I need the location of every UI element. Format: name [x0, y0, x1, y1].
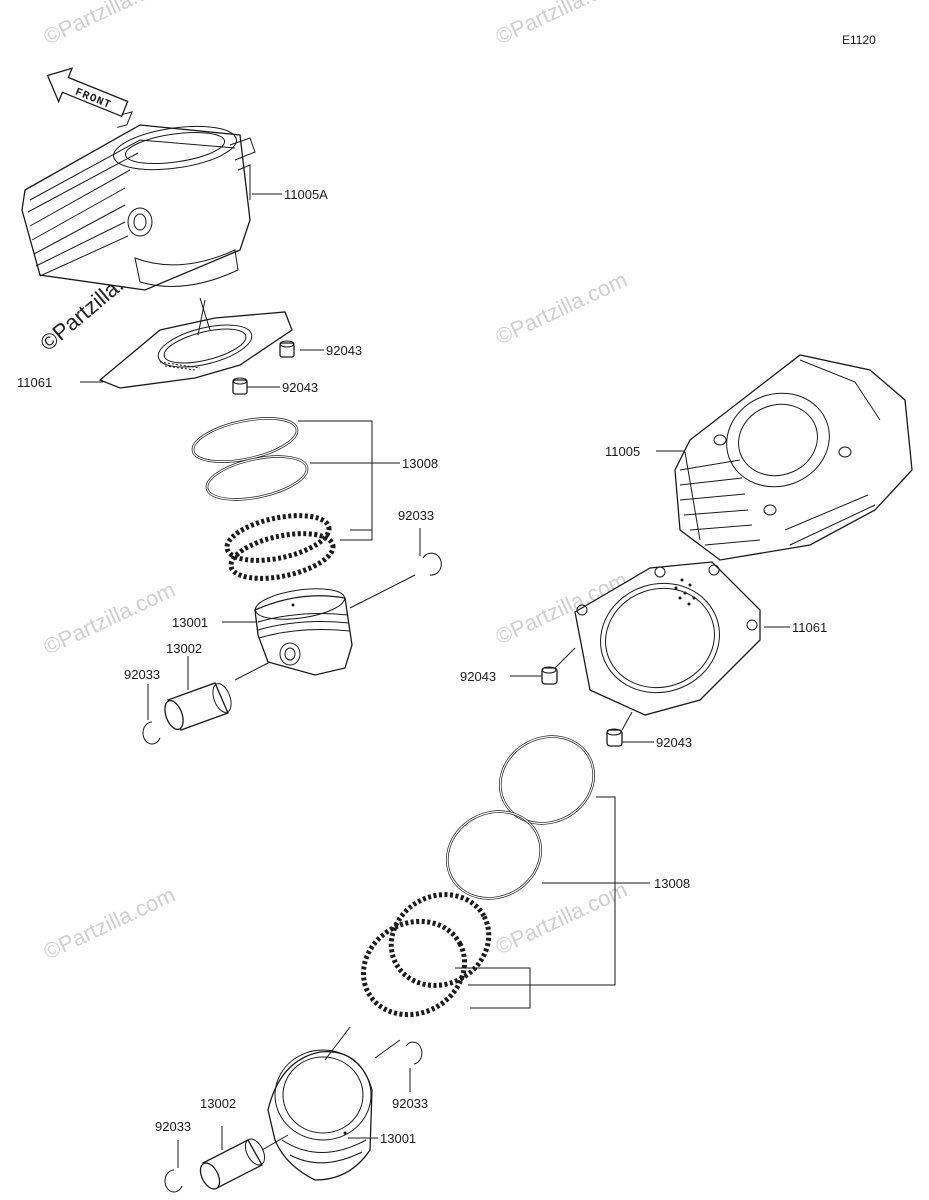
piston-13001-lower — [267, 1049, 373, 1181]
dowel-92043-lower-1 — [541, 666, 558, 685]
gasket-11061-upper — [98, 311, 293, 389]
callout-circlip-92033-lower-2: 92033 — [155, 1119, 191, 1134]
callout-rings-13008-upper: 13008 — [402, 456, 438, 471]
callout-piston-13001-upper: 13001 — [172, 615, 208, 630]
dowel-92043-lower-2 — [606, 728, 623, 747]
circlip-92033-upper-2 — [142, 721, 161, 745]
callout-rings-13008-lower: 13008 — [654, 876, 690, 891]
watermark: ©Partzilla.com — [40, 577, 179, 660]
cylinder-11005 — [674, 354, 913, 561]
circlip-92033-upper-1 — [422, 552, 442, 576]
callouts: 11005A 11061 92043 92043 13008 92033 130… — [17, 187, 827, 1146]
callout-dowel-92043-lower-2: 92043 — [656, 735, 692, 750]
piston-rings-13008-upper — [191, 417, 336, 581]
piston-pin-13002-upper — [164, 682, 232, 731]
callout-pin-13002-upper: 13002 — [166, 641, 202, 656]
callout-circlip-92033-upper-2: 92033 — [124, 667, 160, 682]
watermark: ©Partzilla.com — [492, 877, 631, 960]
watermark: ©Partzilla.com — [492, 267, 631, 350]
callout-dowel-92043-upper-1: 92043 — [326, 343, 362, 358]
watermark: ©Partzilla.com — [40, 0, 179, 50]
watermark: ©Partzilla.com — [40, 882, 179, 965]
piston-13001-upper — [254, 588, 353, 676]
gasket-11061-lower — [574, 561, 761, 716]
callout-dowel-92043-lower-1: 92043 — [460, 669, 496, 684]
callout-cylinder-11005a: 11005A — [284, 187, 328, 202]
circlip-92033-lower-2 — [164, 1169, 183, 1193]
watermark: ©Partzilla.com — [492, 0, 631, 50]
callout-pin-13002-lower: 13002 — [200, 1096, 236, 1111]
callout-circlip-92033-lower-1: 92033 — [392, 1096, 428, 1111]
circlip-92033-lower-1 — [405, 1041, 423, 1065]
callout-cylinder-11005: 11005 — [605, 444, 640, 459]
front-arrow-icon: FRONT — [46, 67, 133, 128]
piston-pin-13002-lower — [199, 1138, 266, 1190]
callout-piston-13001-lower: 13001 — [380, 1131, 416, 1146]
piston-rings-13008-lower — [360, 735, 596, 1018]
callout-gasket-11061-upper: 11061 — [17, 375, 52, 390]
cylinder-11005a — [21, 124, 256, 291]
dowel-92043-upper-1 — [279, 340, 295, 358]
callout-circlip-92033-upper-1: 92033 — [398, 508, 434, 523]
diagram-code: E1120 — [842, 33, 876, 47]
callout-gasket-11061-lower: 11061 — [792, 620, 827, 635]
leader-lines — [80, 193, 790, 1168]
callout-dowel-92043-upper-2: 92043 — [282, 380, 318, 395]
dowel-92043-upper-2 — [232, 377, 248, 395]
